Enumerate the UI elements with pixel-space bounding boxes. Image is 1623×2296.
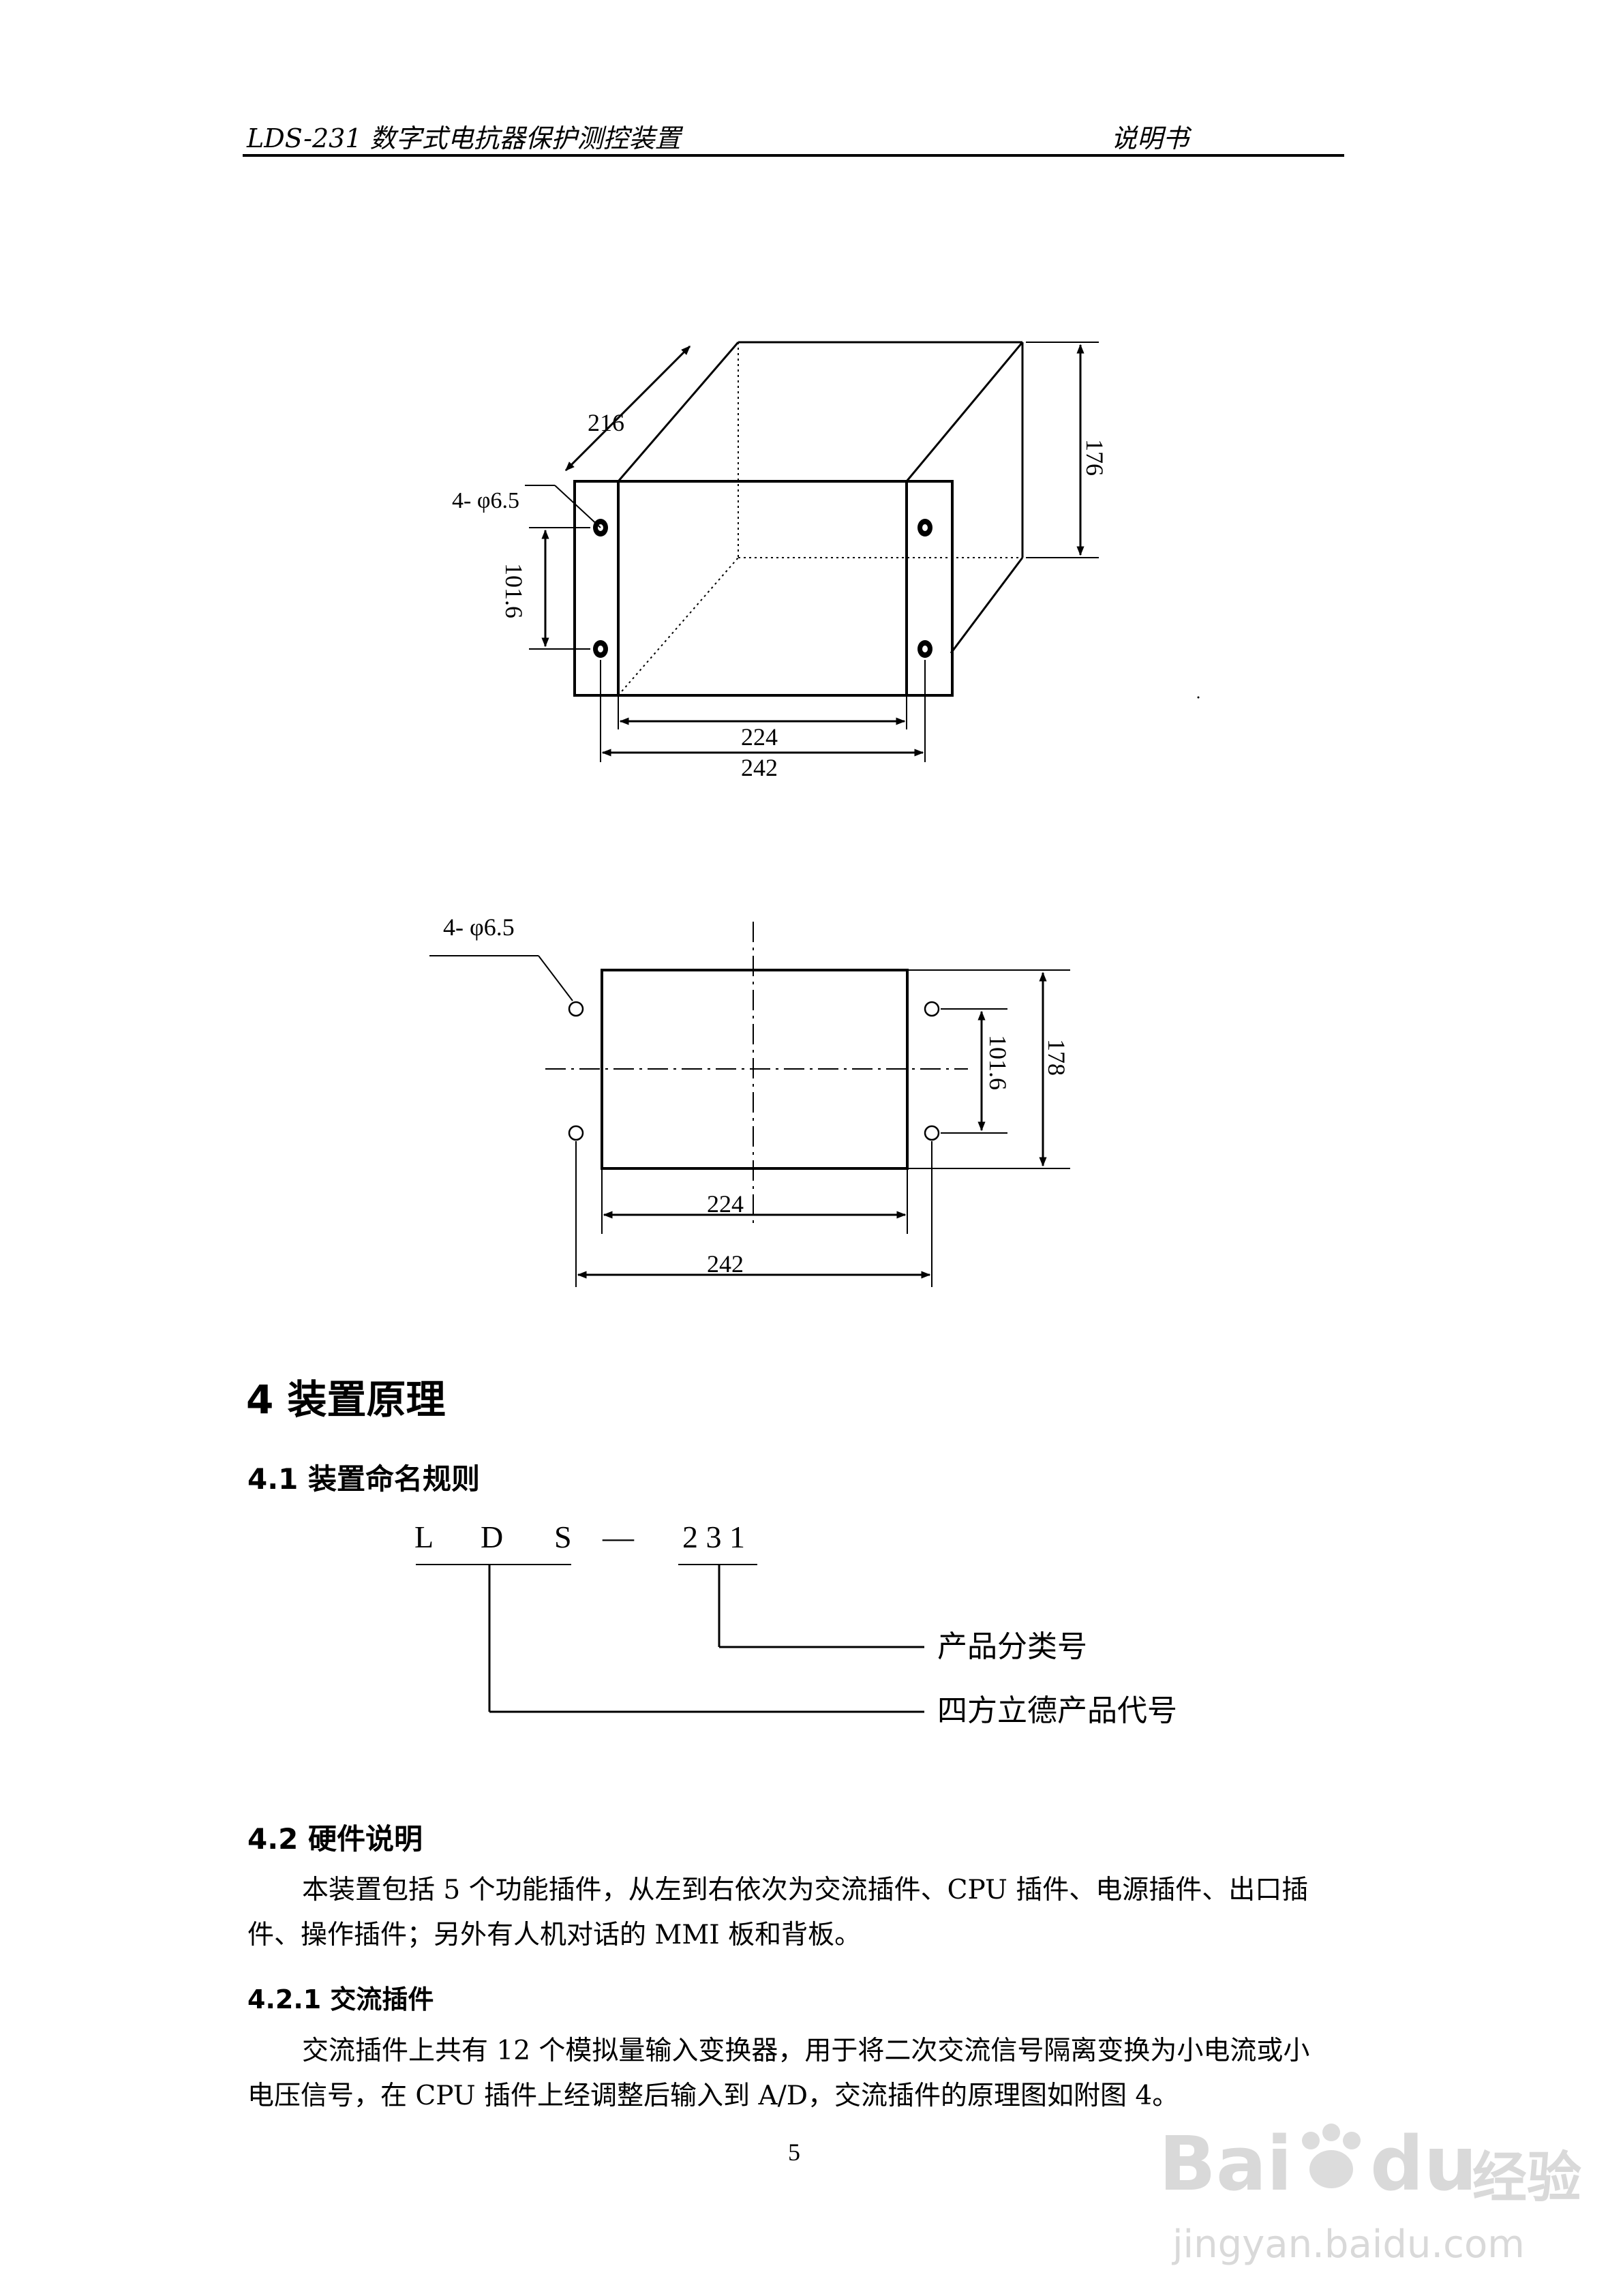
fig2-inner-width-label: 224 [707,1190,744,1218]
watermark-url: jingyan.baidu.com [1172,2222,1525,2267]
fig2-hole-label: 4- φ6.5 [443,913,515,941]
fig2-height-label: 178 [1043,1039,1070,1076]
code-dash: — [602,1520,635,1554]
baidu-jingyan-watermark: Bai du 经验 jingyan.baidu.com [1159,2120,1609,2284]
fig1-depth-label: 216 [588,409,624,436]
section-4-1-title: 4.1 装置命名规则 [247,1462,481,1496]
watermark-brand: Bai [1159,2120,1292,2207]
fig1-outer-width-label: 242 [741,754,778,781]
watermark-suffix: 经验 [1472,2146,1581,2209]
code-letter-l: L [414,1520,434,1554]
ac-plugin-para-line-2: 电压信号，在 CPU 插件上经调整后输入到 A/D，交流插件的原理图如附图 4。 [247,2081,1179,2111]
fig1-hole-label: 4- φ6.5 [452,488,519,513]
section-4-title: 4 装置原理 [246,1376,446,1423]
fig1-height-label: 176 [1081,439,1108,476]
label-product-class: 产品分类号 [937,1629,1087,1664]
fig1-inner-width-label: 224 [741,723,778,751]
code-letter-d: D [481,1520,503,1554]
fig2-outer-width-label: 242 [707,1250,744,1278]
hardware-para-line-1: 本装置包括 5 个功能插件，从左到右依次为交流插件、CPU 插件、电源插件、出口… [302,1875,1309,1905]
ac-plugin-para-line-1: 交流插件上共有 12 个模拟量输入变换器，用于将二次交流信号隔离变换为小电流或小 [302,2036,1310,2066]
fig2-spacing-label: 101.6 [984,1035,1012,1090]
fig1-spacing-label: 101.6 [500,563,528,618]
watermark-brand-2: du [1370,2120,1478,2207]
code-number: 2 3 1 [682,1520,745,1554]
page-number: 5 [788,2139,800,2166]
section-4-2-1-title: 4.2.1 交流插件 [247,1984,434,2014]
code-letter-s: S [554,1520,572,1554]
header-rule [243,154,1344,157]
section-4-2-title: 4.2 硬件说明 [247,1822,423,1856]
header-title: LDS-231 数字式电抗器保护测控装置 [247,123,681,153]
header-doc-type: 说明书 [1111,123,1189,153]
label-product-code: 四方立德产品代号 [937,1693,1177,1728]
hardware-para-line-2: 件、操作插件；另外有人机对话的 MMI 板和背板。 [247,1920,862,1950]
paw-icon [1302,2124,1361,2188]
